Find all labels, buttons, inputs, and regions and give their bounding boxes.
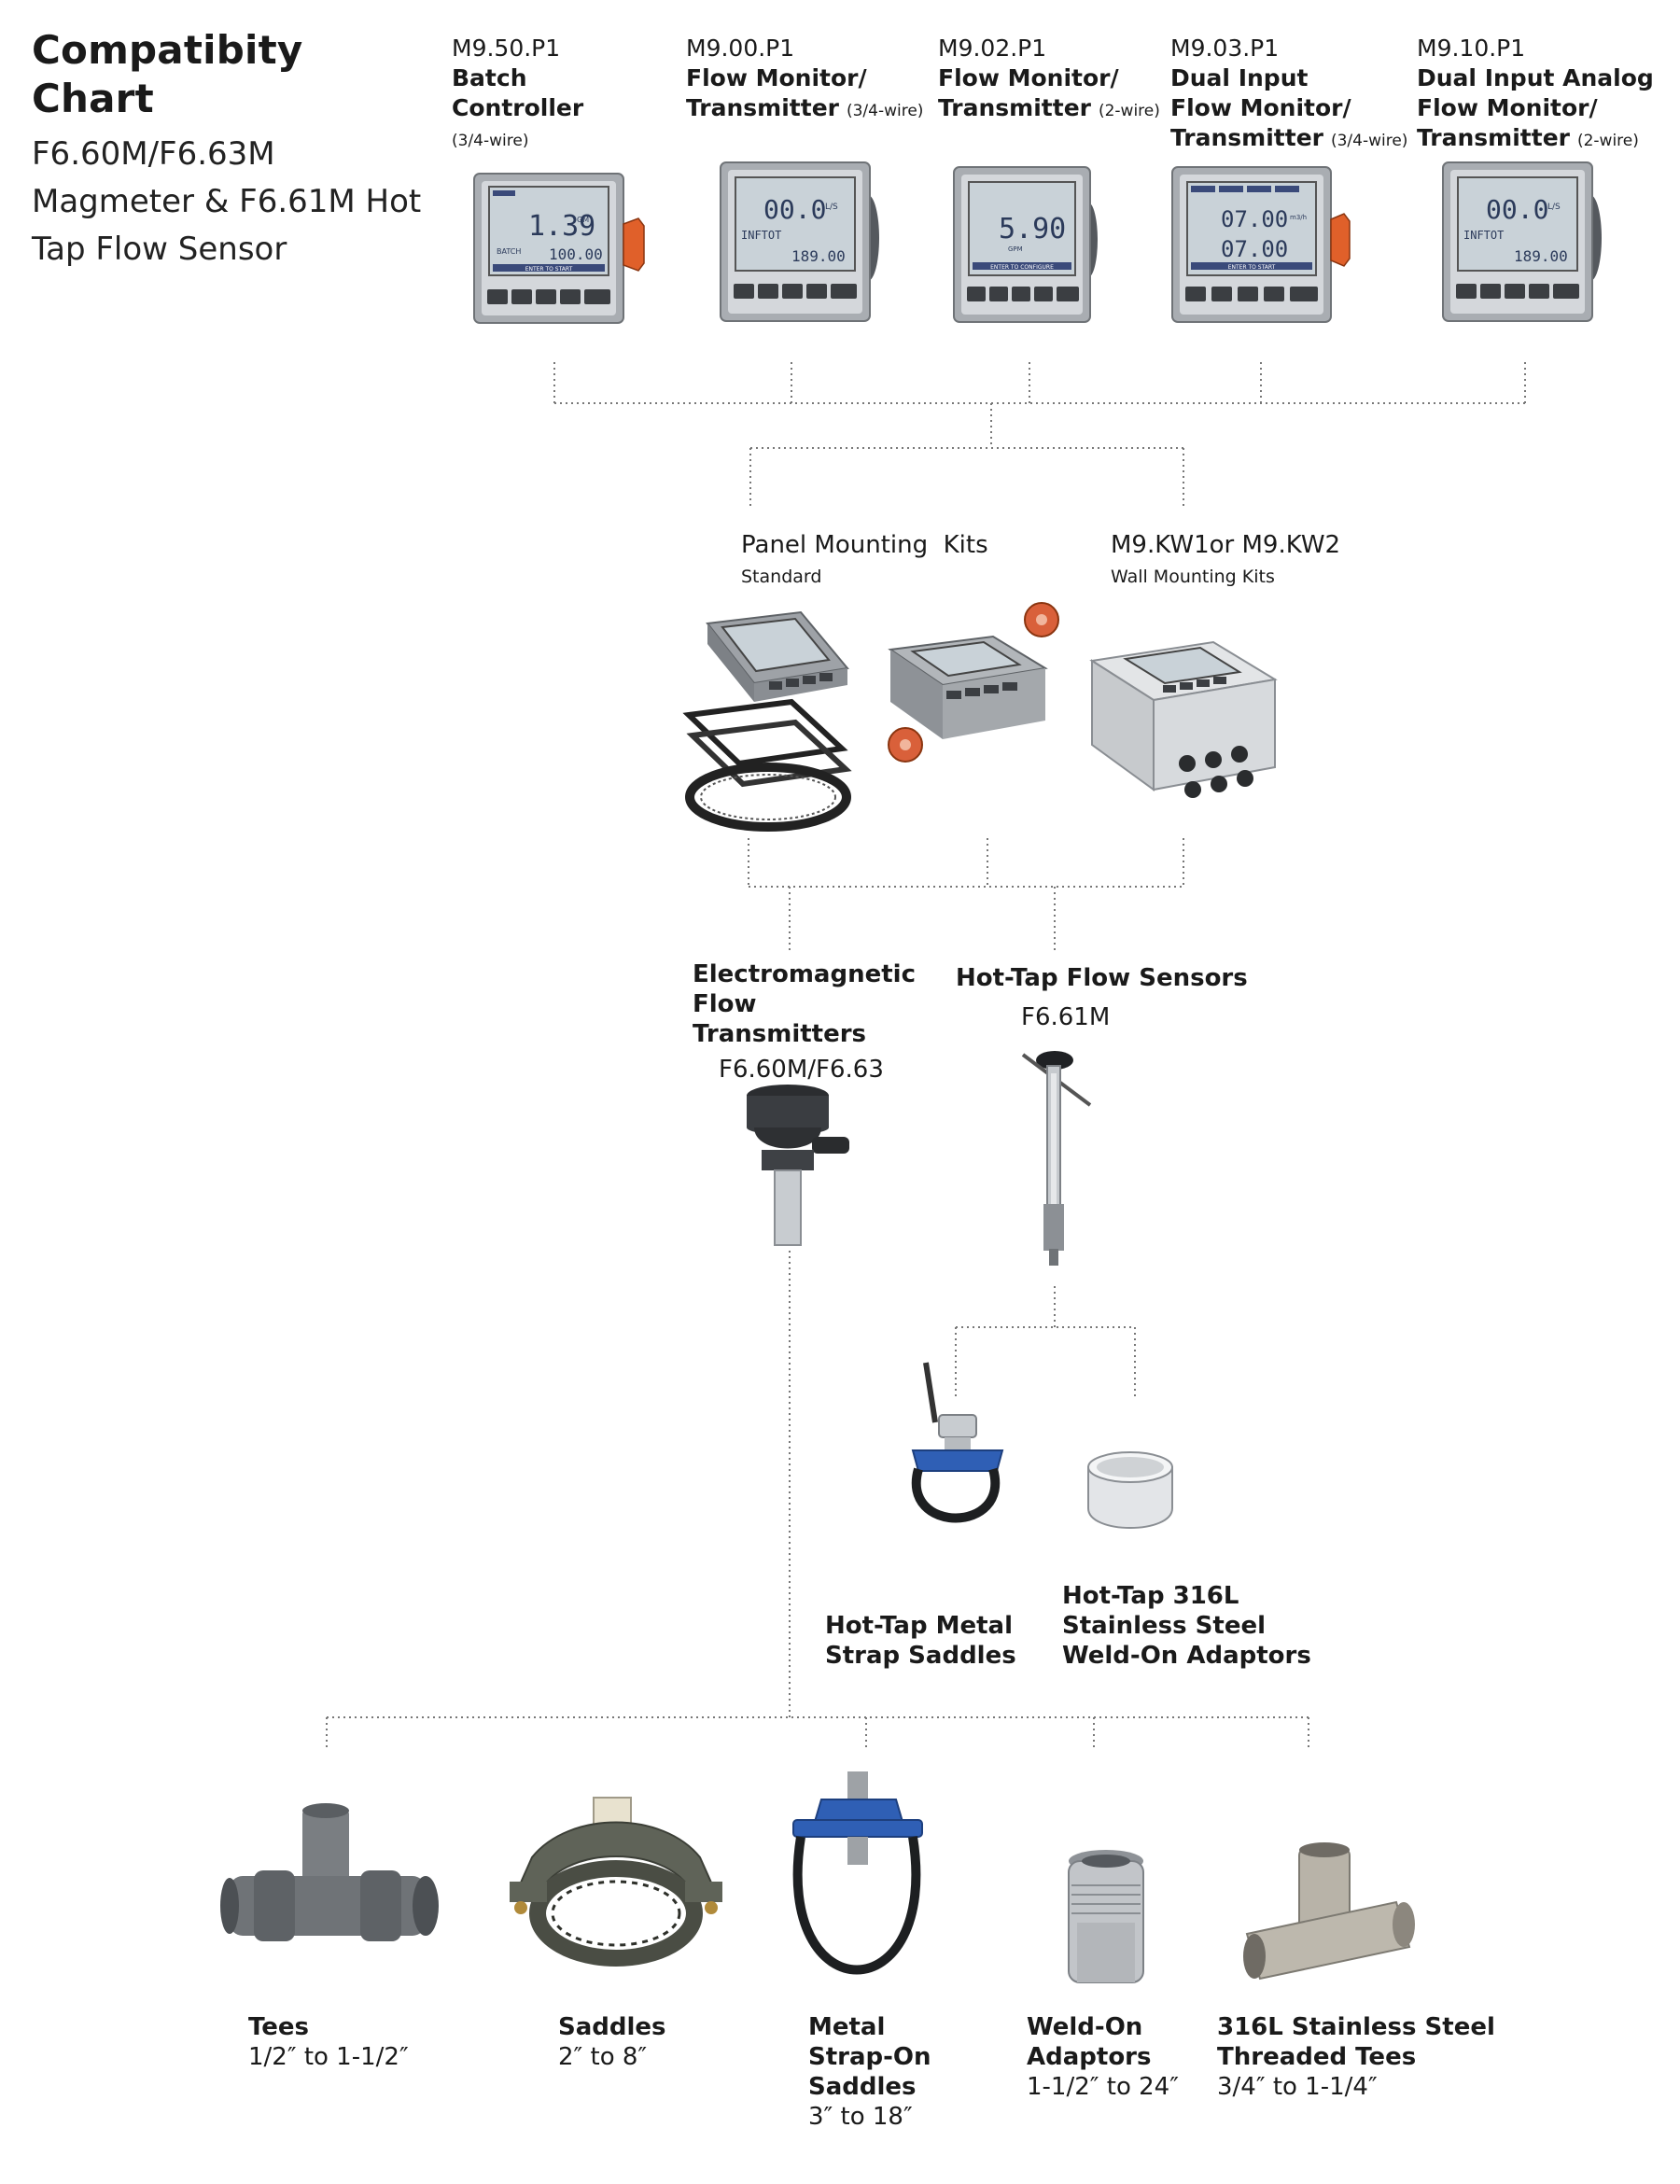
hottap-sensor-image: [1015, 1045, 1099, 1269]
fitting-name: Metal: [808, 2013, 885, 2041]
fitting-line: Strap Saddles: [825, 1642, 1016, 1670]
panel-mounting-label: Panel Mounting Kits Standard: [741, 530, 1021, 592]
fitting-name: Strap-On: [808, 2043, 931, 2071]
wall-mounting-title: M9.KW1or M9.KW2: [1111, 531, 1340, 559]
fitting-name: Saddles: [558, 2013, 666, 2041]
metal-strap-saddle-image: [782, 1768, 931, 2001]
panel-mounting-sub: Standard: [741, 567, 821, 587]
pvc-saddle-image: [504, 1792, 728, 1979]
wall-mounting-sub: Wall Mounting Kits: [1111, 567, 1275, 587]
fitting-saddles-label: Saddles 2″ to 8″: [558, 2012, 745, 2072]
fitting-name: Weld-On: [1027, 2013, 1142, 2041]
fitting-range: 2″ to 8″: [558, 2043, 647, 2071]
pvc-tee-image: [220, 1801, 444, 1988]
fitting-metal-strap-label: Metal Strap-On Saddles 3″ to 18″: [808, 2012, 995, 2132]
hottap-strap-saddle-image: [885, 1359, 1015, 1555]
panel-mounting-title: Panel Mounting Kits: [741, 531, 988, 559]
hottap-sensor-line: Hot-Tap Flow Sensors: [956, 964, 1248, 992]
fitting-range: 3″ to 18″: [808, 2103, 913, 2131]
em-sensor-line: Electromagnetic: [693, 960, 916, 988]
fitting-range: 3/4″ to 1-1/4″: [1217, 2073, 1378, 2101]
hottap-weld-adaptor-image: [1079, 1447, 1182, 1540]
weld-on-adaptor-image: [1055, 1848, 1157, 1997]
fitting-tees-label: Tees 1/2″ to 1-1/2″: [248, 2012, 454, 2072]
fitting-name: 316L Stainless Steel: [1217, 2013, 1495, 2041]
hottap-sensor-code: F6.61M: [956, 1002, 1254, 1032]
fitting-line: Weld-On Adaptors: [1062, 1642, 1311, 1670]
fitting-line: Stainless Steel: [1062, 1612, 1266, 1640]
fitting-name: Saddles: [808, 2073, 917, 2101]
fitting-weld-on-label: Weld-On Adaptors 1-1/2″ to 24″: [1027, 2012, 1232, 2102]
hottap-sensor-label: Hot-Tap Flow Sensors F6.61M: [956, 963, 1254, 1032]
fitting-threaded-tees-label: 316L Stainless Steel Threaded Tees 3/4″ …: [1217, 2012, 1497, 2102]
stainless-threaded-tee-image: [1238, 1841, 1424, 1999]
em-flow-transmitter-image: [734, 1083, 855, 1251]
panel-mount-kit-image: [679, 605, 857, 834]
fitting-range: 1/2″ to 1-1/2″: [248, 2043, 409, 2071]
fitting-name: Tees: [248, 2013, 309, 2041]
panel-mount-box-image: [881, 597, 1068, 775]
hottap-weld-adaptor-label: Hot-Tap 316L Stainless Steel Weld-On Ada…: [1062, 1581, 1342, 1671]
hottap-strap-saddle-label: Hot-Tap Metal Strap Saddles: [825, 1611, 1049, 1671]
wall-mounting-label: M9.KW1or M9.KW2 Wall Mounting Kits: [1111, 530, 1391, 592]
fitting-name: Threaded Tees: [1217, 2043, 1416, 2071]
fitting-line: Hot-Tap Metal: [825, 1612, 1013, 1640]
em-sensor-line: Flow Transmitters: [693, 990, 866, 1048]
fitting-range: 1-1/2″ to 24″: [1027, 2073, 1179, 2101]
fitting-name: Adaptors: [1027, 2043, 1151, 2071]
fitting-line: Hot-Tap 316L: [1062, 1582, 1239, 1610]
em-sensor-code: F6.60M/F6.63: [693, 1055, 935, 1085]
em-sensor-label: Electromagnetic Flow Transmitters F6.60M…: [693, 959, 935, 1085]
wall-mount-enclosure-image: [1083, 605, 1288, 819]
